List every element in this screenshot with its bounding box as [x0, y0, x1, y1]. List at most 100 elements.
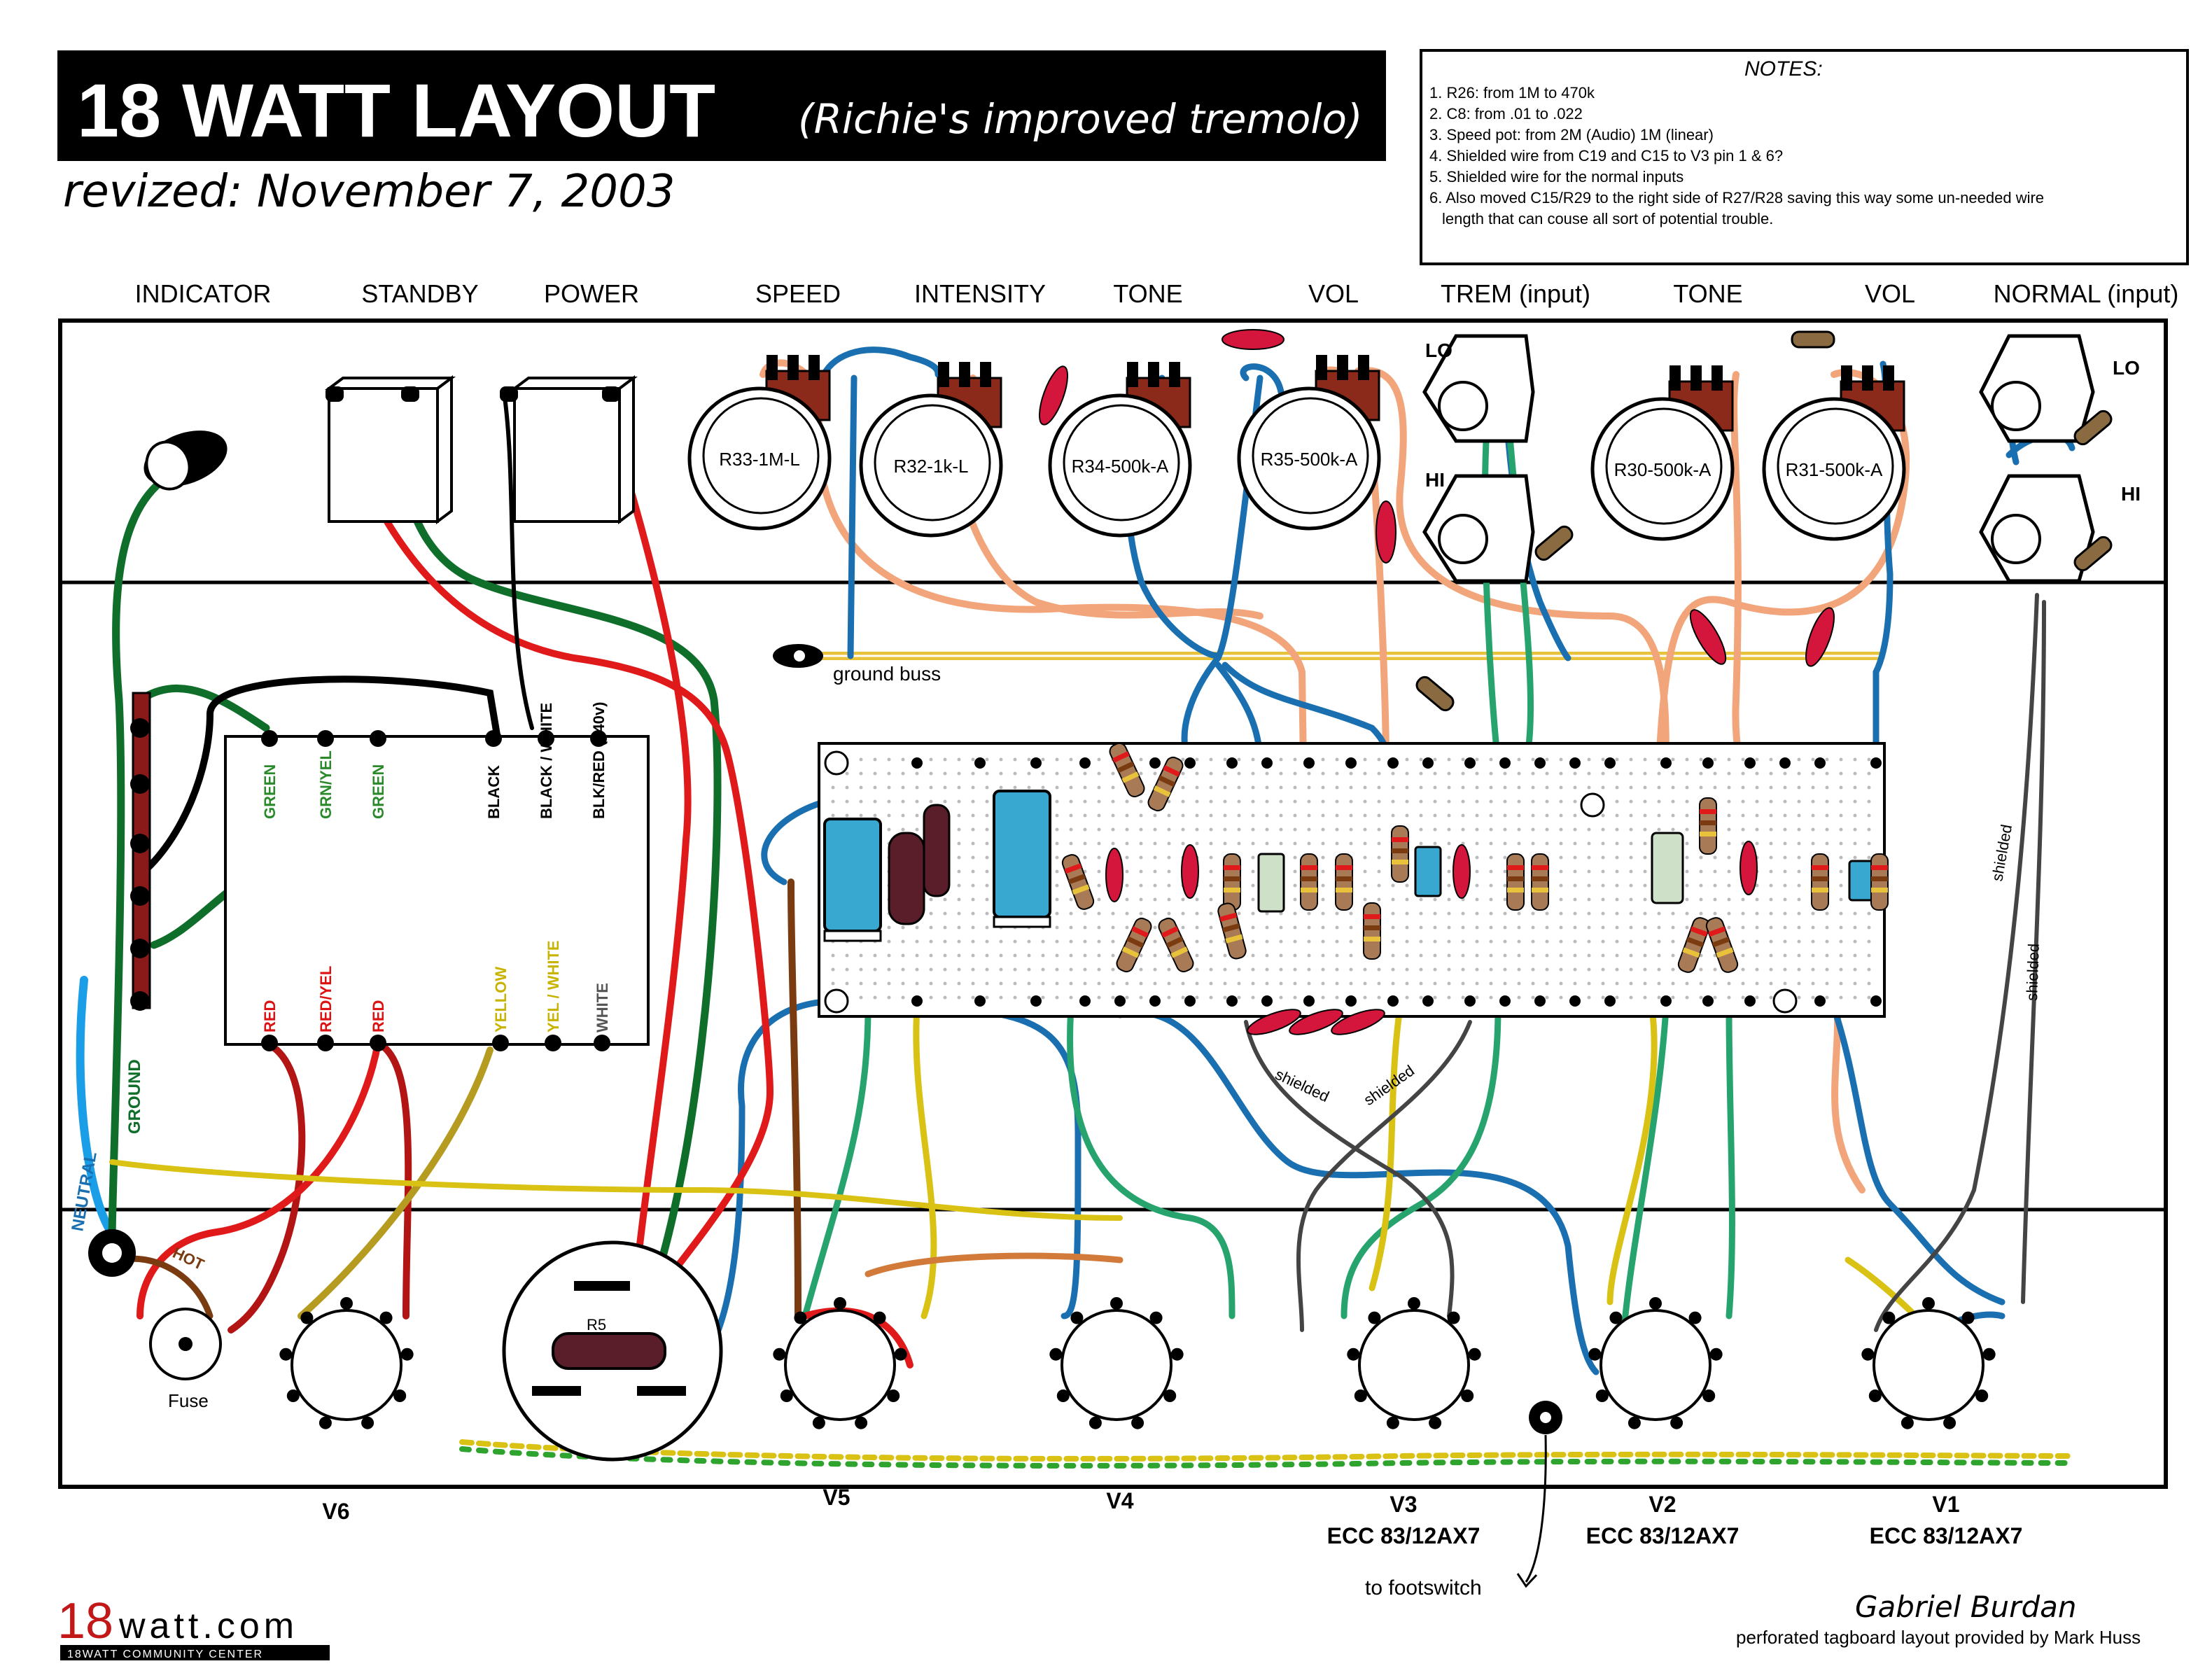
revision-date: revized: November 7, 2003	[63, 166, 675, 218]
control-label: VOL	[1308, 279, 1359, 308]
board-resistor	[1300, 853, 1318, 911]
note-line: length that can couse all sort of potent…	[1442, 210, 1773, 227]
pot-label: R32-1k-L	[894, 456, 969, 477]
control-label: SPEED	[755, 279, 841, 308]
pt-top-label: GREEN	[261, 764, 279, 819]
note-line: 2. C8: from .01 to .022	[1429, 105, 1583, 122]
notes-box: NOTES: 1. R26: from 1M to 470k 2. C8: fro…	[1420, 49, 2189, 265]
board-resistor	[1391, 825, 1409, 883]
ac-inlet	[88, 1229, 136, 1277]
potentiometers: R33-1M-L R32-1k-L R34-500k-A R35-500k-A R30-…	[687, 355, 1906, 541]
control-label: TREM (input)	[1441, 279, 1590, 308]
pt-bottom-label: RED	[370, 1000, 387, 1032]
chassis-outline	[58, 318, 2168, 1489]
normal-input-jacks: LO HI	[1979, 334, 2141, 583]
ground-label: GROUND	[125, 1059, 144, 1134]
pt-top-label: GREEN	[370, 764, 387, 819]
fuse-label: Fuse	[168, 1390, 209, 1411]
pot: R32-1k-L	[859, 362, 1003, 538]
note-line: 4. Shielded wire from C19 and C15 to V3 …	[1429, 147, 1783, 164]
indicator-lamp	[144, 430, 227, 491]
pot-label: R34-500k-A	[1072, 456, 1169, 477]
board-resistor	[1699, 797, 1717, 855]
standby-switch	[325, 375, 456, 524]
tube-socket: V4	[1049, 1297, 1184, 1513]
credit-line: perforated tagboard layout provided by M…	[1736, 1627, 2141, 1648]
control-label: VOL	[1865, 279, 1915, 308]
r5-label: R5	[587, 1316, 606, 1334]
board-resistor	[1109, 742, 1145, 798]
board-resistor	[1116, 917, 1152, 973]
tagboard	[818, 742, 1889, 1035]
fuse-holder: Fuse	[149, 1308, 222, 1411]
pt-bottom-label: RED	[261, 1000, 279, 1032]
tube-name: V4	[1106, 1488, 1133, 1513]
board-resistor	[1811, 853, 1829, 911]
tube-type: ECC 83/12AX7	[1327, 1523, 1480, 1548]
page-subtitle: (Richie's improved tremolo)	[798, 95, 1363, 143]
pt-bottom-label: YEL / WHITE	[545, 940, 562, 1032]
board-resistor	[1061, 854, 1095, 910]
tube-type: ECC 83/12AX7	[1870, 1523, 2023, 1548]
notes-heading: NOTES:	[1744, 57, 1823, 80]
logo-subtitle: 18WATT COMMUNITY CENTER	[67, 1648, 263, 1660]
resistor-r25	[923, 804, 951, 897]
footer-logo: 18 watt.com 18WATT COMMUNITY CENTER	[57, 1593, 330, 1660]
pot: R30-500k-A	[1590, 365, 1735, 541]
pot-label: R30-500k-A	[1614, 459, 1712, 480]
capacitor-c18	[1651, 832, 1684, 904]
pot: R34-500k-A	[1048, 362, 1192, 538]
pot: R33-1M-L	[687, 355, 832, 531]
tube-name: V1	[1932, 1492, 1959, 1517]
logo-text: watt.com	[118, 1606, 298, 1646]
pt-top-label: GRN/YEL	[317, 750, 335, 819]
control-label: NORMAL (input)	[1994, 279, 2179, 308]
board-resistor	[1147, 756, 1184, 812]
tube-name: V5	[822, 1485, 850, 1510]
pot-label: R35-500k-A	[1261, 449, 1358, 470]
note-line: 1. R26: from 1M to 470k	[1429, 84, 1595, 102]
pt-bottom-label: RED/YEL	[317, 966, 335, 1032]
board-resistor	[1705, 917, 1739, 973]
board-resistor	[1363, 902, 1381, 960]
board-resistor	[1217, 902, 1247, 960]
normal-hi-label: HI	[2121, 483, 2141, 505]
tube-socket: V5	[773, 1297, 907, 1510]
tube-type: ECC 83/12AX7	[1586, 1523, 1740, 1548]
shielded-label-3: shielded	[1988, 823, 2015, 883]
tube-name: V2	[1648, 1492, 1676, 1517]
logo-number: 18	[57, 1593, 113, 1649]
note-line: 5. Shielded wire for the normal inputs	[1429, 168, 1684, 186]
trem-input-jacks: LO HI	[1422, 334, 1535, 583]
board-resistor	[1335, 853, 1353, 911]
note-line: 3. Speed pot: from 2M (Audio) 1M (linear…	[1429, 126, 1714, 144]
power-switch	[500, 375, 638, 524]
footswitch-label: to footswitch	[1365, 1576, 1482, 1600]
board-resistor	[1506, 853, 1525, 911]
title-banner	[57, 50, 1386, 161]
pot-label: R33-1M-L	[719, 449, 800, 470]
tube-name: V3	[1390, 1492, 1417, 1517]
ground-strip	[130, 692, 151, 1011]
tube-socket: V6	[279, 1297, 414, 1524]
resistor-r20	[888, 832, 925, 925]
board-resistor	[1531, 853, 1549, 911]
control-label: INDICATOR	[135, 279, 272, 308]
control-label: POWER	[544, 279, 639, 308]
pt-top-label: BLACK	[485, 765, 503, 819]
note-line: 6. Also moved C15/R29 to the right side …	[1429, 189, 2044, 206]
normal-lo-label: LO	[2113, 357, 2140, 379]
trem-lo-label: LO	[1425, 340, 1452, 361]
board-resistor	[1223, 853, 1241, 911]
capacitor-c2	[993, 790, 1051, 928]
pot: R35-500k-A	[1237, 355, 1381, 531]
output-socket: R5	[502, 1240, 723, 1462]
tube-name: V6	[322, 1499, 349, 1524]
ground-buss: ground buss	[773, 644, 1883, 685]
board-resistor	[1870, 853, 1889, 911]
